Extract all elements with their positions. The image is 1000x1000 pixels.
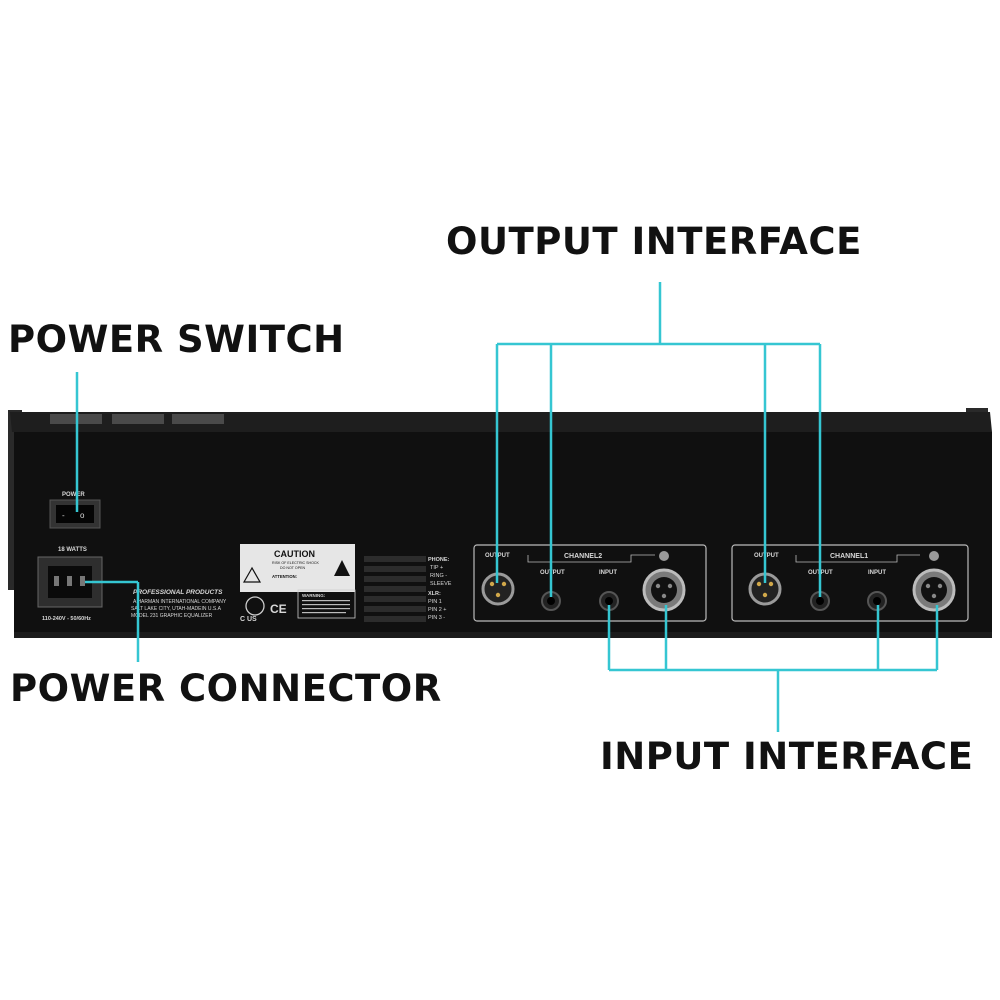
wiring-pin3: PIN 3 - — [428, 615, 445, 621]
vent-grille — [364, 556, 426, 622]
power-label: POWER — [62, 492, 85, 498]
input-interface-callout: INPUT INTERFACE — [600, 735, 974, 778]
warning-text: WARNING: — [302, 593, 326, 598]
wiring-xlr: XLR: — [428, 591, 441, 597]
power-switch-callout: POWER SWITCH — [8, 318, 345, 361]
channel2-name: CHANNEL2 — [564, 553, 602, 560]
caution-sub2: DO NOT OPEN — [280, 566, 305, 570]
switch-off-symbol: - — [62, 511, 65, 520]
csa-mark — [245, 596, 265, 616]
power-switch-rocker[interactable] — [56, 505, 94, 523]
channel1-panel: OUTPUT CHANNEL1 OUTPUT INPUT — [731, 544, 969, 622]
caution-title: CAUTION — [274, 549, 315, 559]
input-leader-lines — [607, 605, 939, 732]
brand-line-2: A HARMAN INTERNATIONAL COMPANY — [133, 599, 227, 605]
wiring-pin2: PIN 2 + — [428, 607, 447, 613]
output-leader-lines — [495, 282, 822, 597]
voltage-label: 110-240V - 50/60Hz — [42, 616, 91, 622]
wiring-pin1: PIN 1 — [428, 599, 442, 605]
brand-line-4: MODEL 231 GRAPHIC EQUALIZER — [131, 613, 213, 619]
caution-label — [240, 544, 355, 592]
channel2-input-label: INPUT — [599, 570, 617, 576]
cert-marks: C US — [240, 616, 257, 623]
caution-sub1: RISK OF ELECTRIC SHOCK — [272, 561, 320, 565]
power-connector-leader-line — [85, 580, 140, 662]
ce-mark: CE — [270, 602, 287, 616]
shock-warning-icon — [242, 566, 262, 583]
output-interface-callout: OUTPUT INTERFACE — [446, 220, 862, 263]
wiring-tip: TIP + — [430, 565, 443, 571]
brand-line-3: SALT LAKE CITY, UTAH-MADEIN U.S.A — [131, 606, 222, 612]
chassis-top — [10, 412, 992, 432]
switch-on-symbol: o — [80, 511, 85, 520]
attention-text: ATTENTION: — [272, 574, 297, 579]
watts-label: 18 WATTS — [58, 547, 87, 553]
exclamation-warning-icon — [334, 560, 350, 576]
channel1-input-label: INPUT — [868, 570, 886, 576]
warning-box — [297, 589, 356, 619]
wiring-phone: PHONE: — [428, 557, 450, 563]
channel1-push-latch[interactable] — [929, 551, 939, 561]
brand-line-1: PROFESSIONAL PRODUCTS — [133, 589, 223, 596]
wiring-ring: RING - — [430, 573, 447, 579]
channel1-name: CHANNEL1 — [830, 553, 868, 560]
wiring-sleeve: SLEEVE — [430, 581, 452, 587]
channel1-output-label: OUTPUT — [754, 553, 779, 559]
channel2-output-label-2: OUTPUT — [540, 570, 565, 576]
channel2-panel: OUTPUT CHANNEL2 OUTPUT INPUT — [473, 544, 707, 622]
power-connector-callout: POWER CONNECTOR — [10, 667, 442, 710]
channel2-push-latch[interactable] — [659, 551, 669, 561]
